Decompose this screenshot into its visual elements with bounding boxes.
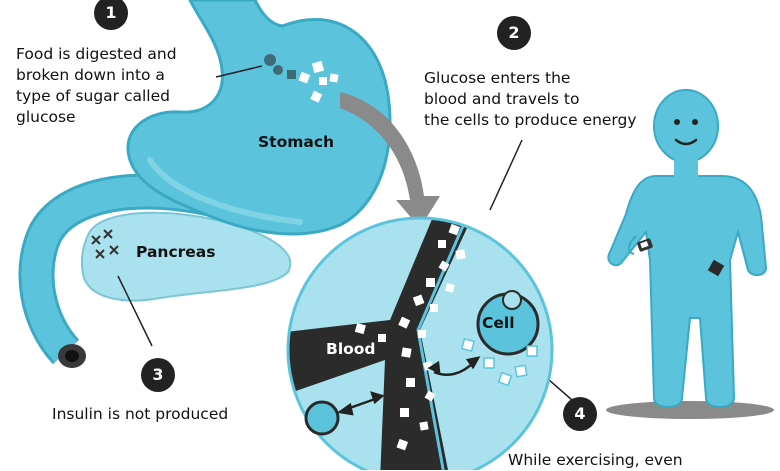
inactive-insulin-marks [91, 229, 119, 259]
person-body [607, 175, 768, 408]
stomach-highlight [147, 157, 303, 225]
magnified-view-border [286, 216, 554, 470]
pancreas-label: Pancreas [136, 243, 216, 261]
person-eye-right [692, 119, 698, 125]
stomach-label: Stomach [258, 133, 335, 151]
glucose-flow-arrow [340, 92, 440, 228]
step-3-text: Insulin is not produced [52, 405, 229, 423]
glucose-in-blood [354, 223, 466, 451]
step-2-text: Glucose enters the blood and travels to … [424, 69, 637, 129]
blood-label: Blood [326, 340, 376, 358]
stomach-shape [126, 0, 392, 236]
step-3-badge: 3 [141, 358, 175, 392]
person-shadow [606, 401, 774, 419]
step-4-badge: 4 [563, 397, 597, 431]
step-4-text: While exercising, even [508, 451, 683, 469]
pancreas-shape [80, 211, 292, 302]
exchange-arrows [336, 356, 481, 416]
cell-notch [502, 290, 522, 310]
person-smile [674, 138, 698, 146]
cell-label: Cell [482, 314, 515, 332]
step-1-badge: 1 [94, 0, 128, 30]
glucose-near-cell [460, 337, 538, 387]
blood-vessel [288, 218, 480, 470]
intestine-opening-inner [65, 350, 79, 362]
small-cell-shape [304, 400, 340, 436]
food-particles [264, 54, 339, 103]
person-eye-left [674, 119, 680, 125]
step-2-badge: 2 [497, 16, 531, 50]
step-1-text: Food is digested and broken down into a … [16, 45, 177, 126]
person-figure [606, 89, 774, 419]
